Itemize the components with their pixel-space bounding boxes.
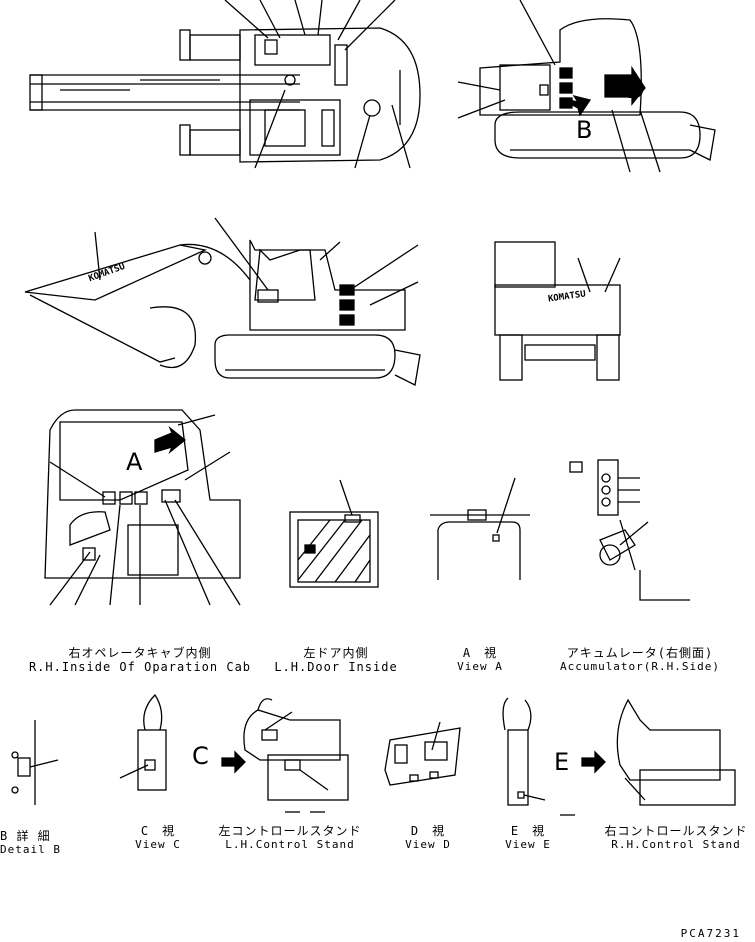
- detail-b-drawing: [11, 720, 59, 805]
- lh-control-stand-drawing: [221, 698, 349, 813]
- caption-accumulator-jp: アキュムレータ(右側面): [566, 646, 714, 660]
- caption-view-e-en: View E: [505, 837, 551, 851]
- caption-rh-cab-jp: 右オペレータキャブ内側: [68, 646, 212, 660]
- caption-accumulator-en: Accumulator(R.H.Side): [559, 659, 721, 673]
- view-a-drawing: [430, 477, 530, 580]
- caption-accumulator: アキュムレータ(右側面) Accumulator(R.H.Side): [548, 646, 732, 673]
- full-side-view-drawing: [24, 217, 421, 386]
- caption-view-c: C 視 View C: [118, 824, 198, 851]
- caption-lh-door-en: L.H.Door Inside: [274, 659, 398, 674]
- caption-view-a: A 視 View A: [440, 646, 520, 673]
- caption-view-d-jp: D 視: [410, 824, 446, 838]
- accumulator-drawing: [569, 459, 690, 601]
- caption-detail-b: B 詳 細 Detail B: [0, 829, 68, 856]
- caption-lh-door-jp: 左ドア内側: [303, 646, 369, 660]
- drawing-code: PCA7231: [680, 927, 741, 940]
- view-letter-d: D: [626, 76, 645, 104]
- caption-lh-stand-en: L.H.Control Stand: [225, 837, 355, 851]
- caption-rh-stand-jp: 右コントロールスタンド: [604, 824, 748, 838]
- caption-detail-b-en: Detail B: [0, 842, 61, 856]
- caption-view-c-jp: C 視: [140, 824, 176, 838]
- cab-interior-drawing: [44, 409, 241, 606]
- caption-detail-b-jp: B 詳 細: [0, 829, 51, 843]
- rear-view-drawing: [494, 241, 621, 381]
- caption-view-c-en: View C: [135, 837, 181, 851]
- view-letter-c: C: [192, 742, 209, 770]
- rh-control-stand-drawing: [581, 698, 736, 806]
- caption-rh-cab-en: R.H.Inside Of Oparation Cab: [28, 659, 252, 674]
- caption-lh-stand: 左コントロールスタンド L.H.Control Stand: [212, 824, 368, 851]
- caption-view-d: D 視 View D: [388, 824, 468, 851]
- view-d-drawing: [384, 721, 461, 786]
- top-view-drawing: [29, 0, 421, 169]
- caption-view-e-jp: E 視: [510, 824, 546, 838]
- caption-view-a-en: View A: [457, 659, 503, 673]
- side-view-bd-drawing: [457, 0, 716, 173]
- caption-view-a-jp: A 視: [462, 646, 498, 660]
- caption-lh-door: 左ドア内側 L.H.Door Inside: [268, 646, 404, 675]
- lh-door-drawing: [289, 479, 379, 588]
- view-e-drawing: [502, 697, 575, 816]
- view-letter-b: B: [576, 116, 593, 144]
- caption-rh-stand: 右コントロールスタンド R.H.Control Stand: [598, 824, 754, 851]
- caption-view-d-en: View D: [405, 837, 451, 851]
- caption-view-e: E 視 View E: [488, 824, 568, 851]
- caption-rh-cab: 右オペレータキャブ内側 R.H.Inside Of Oparation Cab: [20, 646, 260, 675]
- view-letter-e: E: [554, 748, 570, 776]
- caption-lh-stand-jp: 左コントロールスタンド: [218, 824, 362, 838]
- caption-rh-stand-en: R.H.Control Stand: [611, 837, 741, 851]
- view-letter-a: A: [126, 448, 143, 476]
- view-c-drawing: [119, 693, 167, 791]
